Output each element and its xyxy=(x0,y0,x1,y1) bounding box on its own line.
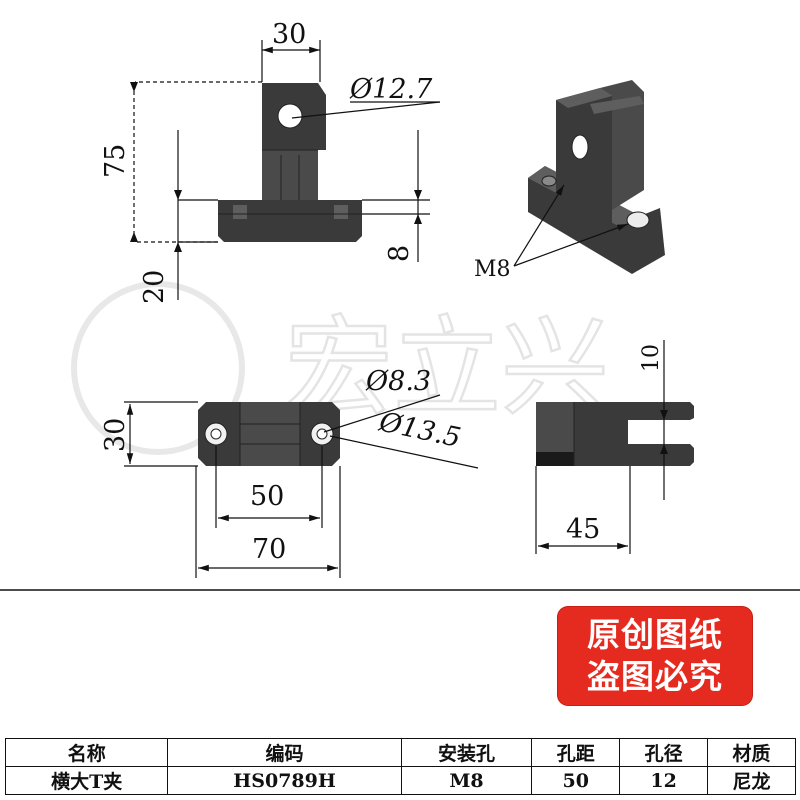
cell-name: 横大T夹 xyxy=(4,766,169,795)
iso-view xyxy=(528,80,665,274)
header-code: 编码 xyxy=(167,738,402,767)
copyright-stamp: 原创图纸 盗图必究 xyxy=(558,607,752,705)
cell-material: 尼龙 xyxy=(707,766,796,795)
dim-height-total: 75 xyxy=(100,144,131,178)
header-hole-spacing: 孔距 xyxy=(531,738,621,767)
stamp-line-2: 盗图必究 xyxy=(587,657,723,696)
dim-base-thickness: 8 xyxy=(384,245,415,262)
dim-slot-width: 10 xyxy=(639,344,664,372)
spec-table-header-row: 名称 编码 安装孔 孔距 孔径 材质 xyxy=(4,738,796,767)
cell-mounting-hole: M8 xyxy=(400,766,533,795)
spec-table-row: 横大T夹 HS0789H M8 50 12 尼龙 xyxy=(4,766,796,795)
spec-table: 名称 编码 安装孔 孔距 孔径 材质 横大T夹 HS0789H M8 50 12… xyxy=(4,738,796,795)
dim-plan-height: 30 xyxy=(100,418,131,452)
dim-top-width: 30 xyxy=(272,19,306,50)
dim-hole-top: Ø12.7 xyxy=(349,74,433,105)
header-hole-diameter: 孔径 xyxy=(619,738,709,767)
header-material: 材质 xyxy=(707,738,796,767)
cell-hole-diameter: 12 xyxy=(619,766,709,795)
top-view xyxy=(198,402,340,466)
dim-hole-spacing: 50 xyxy=(250,481,284,512)
cell-code: HS0789H xyxy=(167,766,402,795)
iso-view-dimensions: M8 xyxy=(474,184,629,282)
dim-iso-thread: M8 xyxy=(474,257,511,282)
header-name: 名称 xyxy=(4,738,169,767)
header-mounting-hole: 安装孔 xyxy=(400,738,533,767)
front-view-dimensions: 30 Ø12.7 75 20 8 xyxy=(100,19,441,304)
cell-hole-spacing: 50 xyxy=(531,766,621,795)
dim-side-depth: 45 xyxy=(566,514,600,545)
side-view-dimensions: 10 45 xyxy=(535,340,668,554)
dim-hole-small: Ø8.3 xyxy=(365,366,431,397)
side-view xyxy=(536,402,694,466)
dim-base-offset: 20 xyxy=(139,270,170,304)
stamp-line-1: 原创图纸 xyxy=(587,615,723,654)
dim-overall-length: 70 xyxy=(252,534,286,565)
front-view xyxy=(218,83,362,242)
